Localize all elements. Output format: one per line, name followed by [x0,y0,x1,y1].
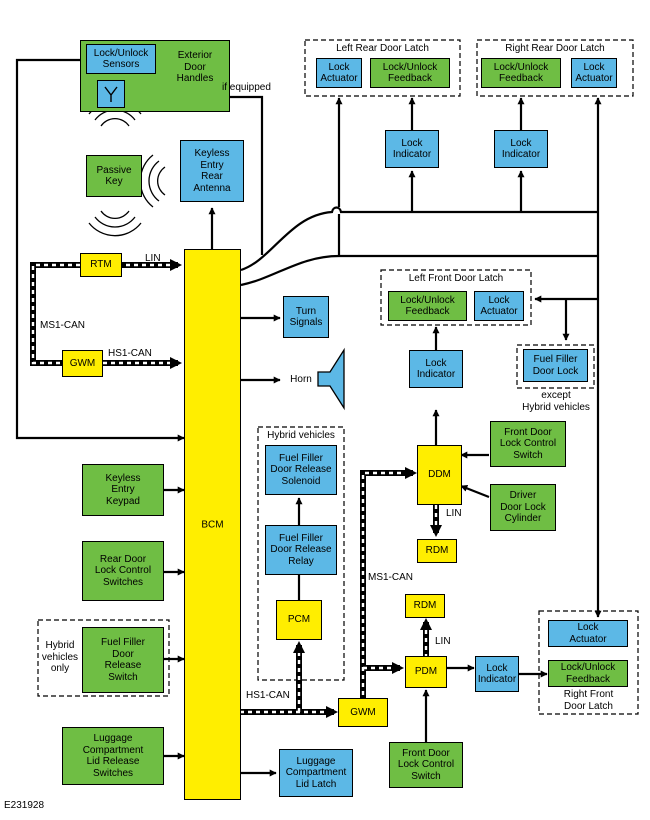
front-door-lock-control-switch-bottom: Front Door Lock Control Switch [389,742,463,788]
keyless-entry-keypad: Keyless Entry Keypad [82,464,164,516]
hs1-can-top-label: HS1-CAN [108,348,152,359]
bcm-label: BCM [201,518,224,530]
gwm-module-bottom: GWM [338,698,388,727]
right-rear-lock-unlock-feedback: Lock/Unlock Feedback [481,58,561,88]
turn-signals: Turn Signals [283,296,329,338]
antenna-icon [97,80,125,108]
right-front-lock-actuator: Lock Actuator [548,620,628,647]
driver-door-lock-cylinder: Driver Door Lock Cylinder [490,484,556,531]
right-rear-door-latch-title: Right Rear Door Latch [505,43,605,54]
left-front-lock-unlock-feedback: Lock/Unlock Feedback [388,291,467,321]
front-door-lock-control-switch-top: Front Door Lock Control Switch [490,421,566,467]
fuel-filler-door-release-switch: Fuel Filler Door Release Switch [82,627,164,693]
left-rear-lock-actuator: Lock Actuator [316,58,362,88]
left-rear-latch-frame [304,39,461,97]
pdm-module: PDM [405,656,447,688]
right-front-lock-indicator: Lock Indicator [475,656,519,692]
luggage-compartment-lid-latch: Luggage Compartment Lid Latch [279,749,353,797]
rdm-module-right: RDM [405,594,445,618]
left-front-door-latch-title: Left Front Door Latch [408,273,504,284]
lin-pdm-label: LIN [435,636,451,647]
keyless-entry-rear-antenna: Keyless Entry Rear Antenna [180,140,244,202]
bcm-module: BCM [184,249,241,800]
rtm-module: RTM [80,253,122,277]
hybrid-vehicles-title: Hybrid vehicles [267,430,335,441]
right-front-lock-unlock-feedback: Lock/Unlock Feedback [548,660,628,687]
rdm-module-left: RDM [417,539,457,563]
left-rear-lock-indicator: Lock Indicator [385,130,439,168]
left-front-latch-frame [380,269,532,326]
gwm-module-top: GWM [62,350,103,377]
fuel-door-lock-frame [516,344,595,389]
lin-ddm-label: LIN [446,508,462,519]
passive-key: Passive Key [86,155,142,197]
right-front-latch-frame [538,610,639,715]
right-rear-lock-actuator: Lock Actuator [571,58,617,88]
if-equipped-label: if equipped [222,82,271,93]
hybrid-vehicles-frame [257,426,345,681]
fuel-filler-door-release-relay: Fuel Filler Door Release Relay [265,525,337,575]
fuel-filler-door-lock: Fuel Filler Door Lock [523,349,588,382]
exterior-door-handles-label: Exterior Door Handles [176,50,214,84]
right-rear-lock-indicator: Lock Indicator [494,130,548,168]
horn-speaker-shape [317,347,345,411]
luggage-compartment-lid-release-switches: Luggage Compartment Lid Release Switches [62,727,164,785]
hs1-can-bottom-label: HS1-CAN [246,690,290,701]
figure-id: E231928 [4,800,45,811]
lin-rtm-label: LIN [145,253,161,264]
left-rear-door-latch-title: Left Rear Door Latch [336,43,429,54]
fuel-filler-door-release-solenoid: Fuel Filler Door Release Solenoid [265,445,337,495]
pcm-module: PCM [276,600,322,640]
ms1-can-right-label: MS1-CAN [368,572,414,583]
except-hybrid-label: except Hybrid vehicles [522,390,590,413]
ddm-module: DDM [417,445,462,505]
hybrid-vehicles-only-label: Hybrid vehicles only [41,640,79,674]
lock-unlock-sensors: Lock/Unlock Sensors [86,44,156,74]
left-rear-lock-unlock-feedback: Lock/Unlock Feedback [370,58,450,88]
horn-label: Horn [290,374,312,385]
ms1-can-left-label: MS1-CAN [40,320,86,331]
left-front-lock-indicator: Lock Indicator [409,350,463,388]
right-front-door-latch-title: Right Front Door Latch [563,689,614,712]
left-front-lock-actuator: Lock Actuator [474,291,524,321]
right-rear-latch-frame [476,39,634,97]
rear-door-lock-control-switches: Rear Door Lock Control Switches [82,541,164,601]
bus-lines [30,259,442,718]
